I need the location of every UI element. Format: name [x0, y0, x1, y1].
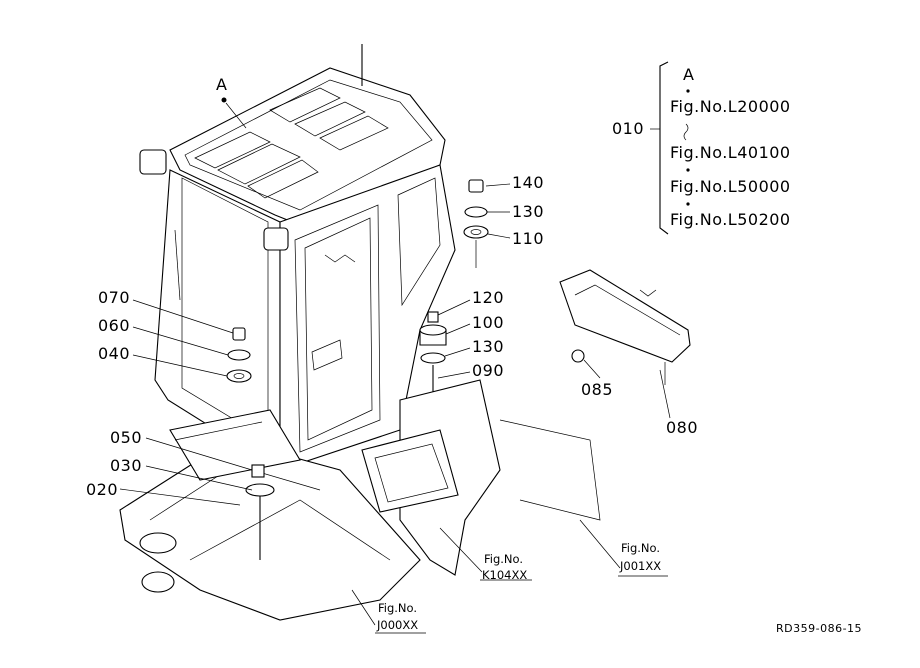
- mount-stack-left: [226, 327, 252, 383]
- part-050-label: 050: [110, 428, 143, 447]
- fig-ref-j001-line1: Fig.No.: [621, 541, 661, 555]
- part-020-label: 020: [86, 480, 119, 499]
- fig-ref-k104-line1: Fig.No.: [484, 552, 524, 566]
- variant-entry: Fig.No.L50200: [670, 210, 791, 229]
- part-100-label: 100: [472, 313, 505, 332]
- part-130-lower-label: 130: [472, 337, 505, 356]
- variant-bracket: [650, 61, 690, 235]
- mount-stack-upper: [463, 179, 489, 268]
- mount-stack-middle: [419, 311, 447, 400]
- rear-frame-section: [361, 379, 601, 576]
- part-120-label: 120: [472, 288, 505, 307]
- fig-ref-j000-line1: Fig.No.: [378, 601, 418, 615]
- ref-marker-a: A: [216, 75, 228, 94]
- variant-entry: Fig.No.L20000: [670, 97, 791, 116]
- variant-entry: Fig.No.L50000: [670, 177, 791, 196]
- part-070-label: 070: [98, 288, 131, 307]
- part-040-label: 040: [98, 344, 131, 363]
- part-010-label: 010: [612, 119, 645, 138]
- variant-entry: Fig.No.L40100: [670, 143, 791, 162]
- part-030-label: 030: [110, 456, 143, 475]
- floor-frame: [119, 409, 421, 621]
- part-090-label: 090: [472, 361, 505, 380]
- fig-ref-j001-line2: J001XX: [620, 559, 662, 573]
- rear-cover-080: [559, 269, 691, 385]
- variant-entry: A: [683, 65, 695, 84]
- part-140-label: 140: [512, 173, 545, 192]
- part-110-label: 110: [512, 229, 545, 248]
- part-130-upper-label: 130: [512, 202, 545, 221]
- part-085-label: 085: [581, 380, 614, 399]
- drawing-number: RD359-086-15: [776, 622, 863, 635]
- fig-ref-j000-line2: J000XX: [377, 618, 419, 632]
- leader-lines: [119, 97, 671, 634]
- part-080-label: 080: [666, 418, 699, 437]
- fig-ref-k104-line2: K104XX: [482, 568, 528, 582]
- part-060-label: 060: [98, 316, 131, 335]
